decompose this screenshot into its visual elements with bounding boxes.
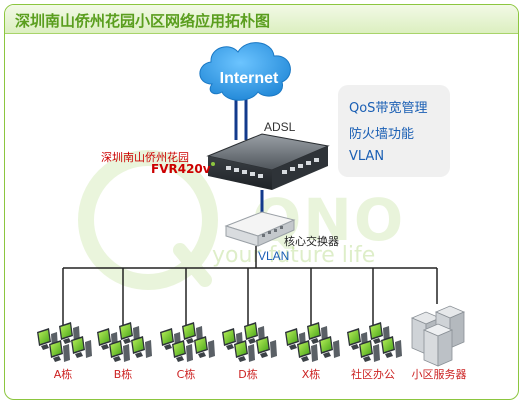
server-group-icon xyxy=(410,305,466,367)
computer-icon xyxy=(194,336,215,358)
feature-firewall: 防火墙功能 xyxy=(349,127,415,142)
computer-icon xyxy=(359,340,380,362)
core-switch-icon xyxy=(224,211,296,247)
router-site-label: 深圳南山侨州花园 xyxy=(101,151,189,164)
computer-icon xyxy=(319,336,340,358)
features-callout: QoS带宽管理 防火墙功能 VLAN xyxy=(338,85,450,177)
pc-cluster-icon xyxy=(222,322,277,362)
computer-icon xyxy=(109,340,130,362)
building-label-office: 社区办公 xyxy=(351,368,395,381)
title-bar: 深圳南山侨州花园小区网络应用拓朴图 xyxy=(5,5,518,34)
computer-icon xyxy=(37,328,58,350)
pc-cluster-icon xyxy=(347,322,402,362)
building-label-server: 小区服务器 xyxy=(411,368,467,381)
pc-cluster-icon xyxy=(37,322,92,362)
computer-icon xyxy=(256,336,277,358)
building-label-d: D栋 xyxy=(238,368,258,381)
watermark-logo: QNO xyxy=(78,150,403,290)
building-label-b: B栋 xyxy=(113,368,133,381)
page-title: 深圳南山侨州花园小区网络应用拓朴图 xyxy=(15,12,271,30)
computer-icon xyxy=(131,336,152,358)
computer-icon xyxy=(97,328,118,350)
computer-icon xyxy=(381,336,402,358)
internet-cloud-icon xyxy=(199,42,291,101)
computer-icon xyxy=(49,340,70,362)
computer-icon xyxy=(234,340,255,362)
computer-icon xyxy=(297,340,318,362)
computer-icon xyxy=(71,336,92,358)
building-label-x: X栋 xyxy=(301,368,321,381)
watermark-slogan: your future life xyxy=(212,243,375,268)
building-label-a: A栋 xyxy=(53,368,73,381)
feature-vlan: VLAN xyxy=(349,149,385,164)
internet-label: Internet xyxy=(219,70,279,87)
adsl-links xyxy=(234,95,248,140)
computer-icon xyxy=(172,340,193,362)
computer-icon xyxy=(222,328,243,350)
router-model-label: FVR420v xyxy=(151,162,211,176)
vlan-label: VLAN xyxy=(258,249,290,263)
core-switch-label: 核心交换器 xyxy=(284,235,339,248)
adsl-label: ADSL xyxy=(264,120,296,134)
computer-icon xyxy=(285,328,306,350)
building-drops xyxy=(62,268,438,326)
router-icon xyxy=(206,133,330,190)
pc-cluster-icon xyxy=(97,322,152,362)
building-label-c: C栋 xyxy=(176,368,196,381)
feature-qos: QoS带宽管理 xyxy=(349,101,428,116)
pc-cluster-icon xyxy=(285,322,340,362)
pc-cluster-icon xyxy=(160,322,215,362)
